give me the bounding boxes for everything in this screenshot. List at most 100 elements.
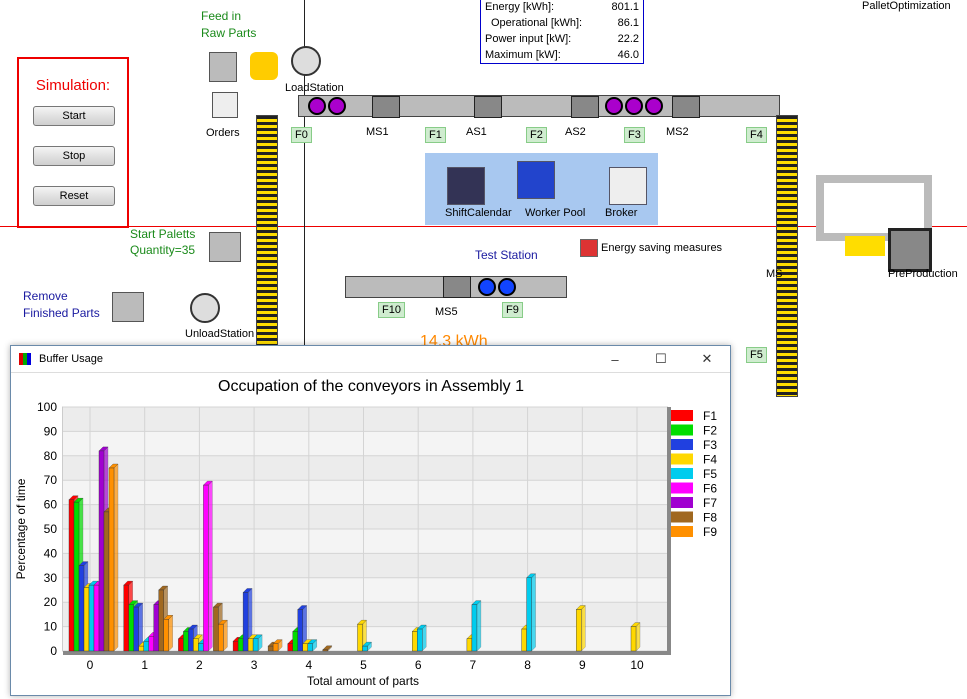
pallet <box>498 278 516 296</box>
y-axis-label: Percentage of time <box>14 478 28 579</box>
y-tick-label: 50 <box>44 522 58 536</box>
energy-saving-icon[interactable] <box>580 239 598 257</box>
x-axis-label: Total amount of parts <box>307 674 419 688</box>
bar-F4 <box>521 628 527 652</box>
bar-F4 <box>576 609 582 652</box>
bar-F7 <box>98 450 105 652</box>
bar-F6 <box>203 484 209 652</box>
legend-label-F4: F4 <box>703 453 717 467</box>
ms1-station[interactable] <box>372 96 400 118</box>
worker-pool-label: Worker Pool <box>525 207 586 219</box>
as2-label: AS2 <box>565 126 586 138</box>
legend-label-F5: F5 <box>703 467 717 481</box>
x-tick-label: 1 <box>141 658 148 672</box>
x-tick-label: 0 <box>87 658 94 672</box>
bar-side-F4 <box>635 622 641 652</box>
y-tick-label: 70 <box>44 473 58 487</box>
reset-button[interactable]: Reset <box>33 186 115 206</box>
legend-label-F6: F6 <box>703 482 717 496</box>
bar-F3 <box>242 592 249 652</box>
x-tick-label: 3 <box>251 658 258 672</box>
unload-station-label: UnloadStation <box>185 328 255 340</box>
feed-label-2: Raw Parts <box>201 26 257 40</box>
start-button[interactable]: Start <box>33 106 115 126</box>
bar-F5 <box>471 604 478 652</box>
ms-label: MS <box>766 268 783 280</box>
ms1-label: MS1 <box>366 126 389 138</box>
energy-saving-label[interactable]: Energy saving measures <box>601 242 723 254</box>
ms2-station[interactable] <box>672 96 700 118</box>
y-tick-label: 60 <box>44 498 58 512</box>
orders-icon[interactable] <box>212 92 238 118</box>
pallet-source-icon[interactable] <box>209 232 241 262</box>
chart-title: Occupation of the conveyors in Assembly … <box>218 378 524 395</box>
worker-pool-icon[interactable] <box>517 161 555 199</box>
y-tick-label: 90 <box>44 424 58 438</box>
bar-F5 <box>143 641 149 652</box>
legend-swatch-F1 <box>671 410 693 421</box>
bar-F9 <box>272 643 279 652</box>
conveyor-label-f4: F4 <box>746 127 767 143</box>
energy-row: Maximum [kW]:46.0 <box>485 49 639 61</box>
window-title: Buffer Usage <box>39 353 104 365</box>
legend-label-F1: F1 <box>703 409 717 423</box>
x-tick-label: 7 <box>470 658 477 672</box>
legend-swatch-F8 <box>671 511 693 523</box>
shift-calendar-icon[interactable] <box>447 167 485 205</box>
ms5-label: MS5 <box>435 306 458 318</box>
energy-row: Power input [kW]:22.2 <box>485 33 639 45</box>
x-tick-label: 2 <box>196 658 203 672</box>
remove-parts-label-1: Remove <box>23 289 68 303</box>
legend-label-F2: F2 <box>703 424 717 438</box>
bar-F6 <box>148 636 154 652</box>
pallet <box>605 97 623 115</box>
bar-F2 <box>237 638 244 652</box>
test-station-label: Test Station <box>475 248 538 262</box>
bar-F5 <box>417 628 423 652</box>
as1-station[interactable] <box>474 96 502 118</box>
bar-F4 <box>83 587 90 652</box>
preproduction-buffer <box>845 236 885 256</box>
window-titlebar[interactable]: Buffer Usage – ☐ ✕ <box>11 346 730 373</box>
ms5-station[interactable] <box>443 276 471 298</box>
minimize-button[interactable]: – <box>611 351 619 367</box>
bar-side-F9 <box>168 614 173 652</box>
legend-label-F9: F9 <box>703 525 717 539</box>
bar-F1 <box>68 499 75 652</box>
pallet <box>625 97 643 115</box>
bar-side-F5 <box>476 600 482 652</box>
x-tick-label: 5 <box>360 658 367 672</box>
conveyor-top <box>298 95 780 117</box>
broker-label: Broker <box>605 207 638 219</box>
as2-station[interactable] <box>571 96 599 118</box>
unload-station-icon[interactable] <box>190 293 220 323</box>
bar-F2 <box>73 501 80 652</box>
bar-F8 <box>322 649 328 652</box>
y-tick-label: 100 <box>37 400 57 414</box>
bar-F9 <box>218 623 224 652</box>
bar-side-F9 <box>223 619 228 652</box>
bar-F9 <box>163 619 169 652</box>
broker-icon[interactable] <box>609 167 647 205</box>
maximize-button[interactable]: ☐ <box>655 351 667 366</box>
bar-F6 <box>93 584 100 652</box>
pallet <box>645 97 663 115</box>
bar-F8 <box>213 606 219 652</box>
drain-icon[interactable] <box>112 292 144 322</box>
legend-swatch-F2 <box>671 424 693 436</box>
pallet <box>478 278 496 296</box>
bar-F4 <box>193 638 199 652</box>
grid-band <box>63 577 667 603</box>
y-tick-label: 40 <box>44 546 58 560</box>
resources-panel: ShiftCalendar Worker Pool Broker <box>425 153 658 225</box>
bar-F1 <box>178 638 184 652</box>
conveyor-label-f1: F1 <box>425 127 446 143</box>
stop-button[interactable]: Stop <box>33 146 115 166</box>
load-station-icon[interactable] <box>291 46 321 76</box>
feed-source-icon[interactable] <box>209 52 237 82</box>
bar-F1 <box>287 643 293 652</box>
pallet-optimization-label: PalletOptimization <box>862 0 951 12</box>
close-button[interactable]: ✕ <box>701 351 713 366</box>
conveyor-label-f2: F2 <box>526 127 547 143</box>
preproduction-icon[interactable] <box>888 228 932 272</box>
